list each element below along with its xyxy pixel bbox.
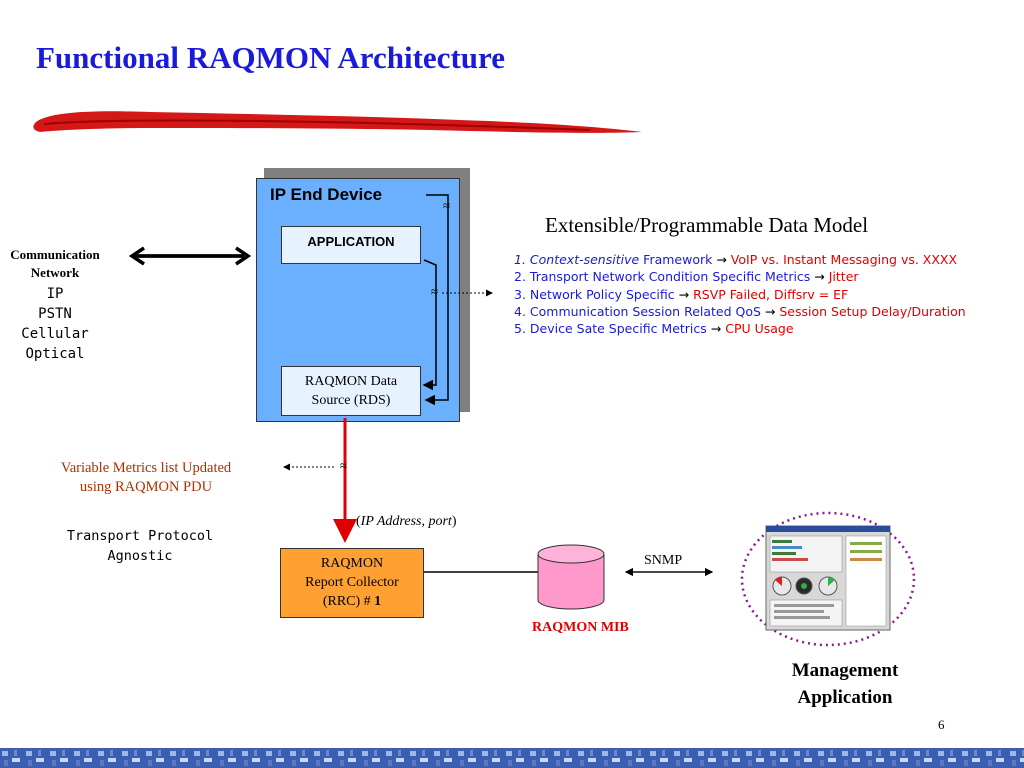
network-type-item: PSTN (38, 306, 72, 322)
item-label: Device Sate Specific Metrics (529, 321, 707, 337)
item-prefix: 1. (514, 252, 530, 267)
variable-metrics-note: Variable Metrics list Updated using RAQM… (40, 459, 252, 497)
network-label-line-1: Communication (10, 247, 100, 262)
footer-pattern-band (0, 748, 1024, 768)
data-model-item: 5. Device Sate Specific Metrics → CPU Us… (514, 320, 966, 337)
item-target: CPU Usage (725, 321, 794, 337)
data-model-item: 3. Network Policy Specific → RSVP Failed… (514, 286, 966, 303)
transport-note-line-2: Agnostic (107, 548, 173, 564)
data-model-item: 4. Communication Session Related QoS → S… (514, 303, 966, 320)
arrow-icon: → (760, 303, 780, 319)
arrow-icon: → (810, 269, 829, 285)
network-device-double-arrow (128, 246, 252, 266)
management-line-2: Application (797, 687, 893, 708)
collector-line-2: Report Collector (305, 575, 399, 590)
item-target: Jitter (828, 269, 859, 285)
approx-symbol-1: ≈ (443, 198, 451, 213)
item-highlight: Context-sensitive (529, 252, 640, 267)
network-label-line-2: Network (30, 265, 80, 280)
page-number: 6 (938, 717, 945, 732)
collector-number: 1 (374, 594, 382, 609)
network-type-list: IP PSTN Cellular Optical (0, 284, 110, 364)
item-prefix: 4. (514, 303, 530, 319)
network-type-item: IP (46, 286, 64, 302)
data-model-list: 1. Context-sensitive Framework → VoIP vs… (514, 251, 966, 337)
report-collector-box: RAQMON Report Collector (RRC) # 1 (280, 548, 424, 618)
item-target: RSVP Failed, Diffsrv = EF (693, 286, 849, 302)
collector-line-3: (RRC) # (322, 594, 375, 609)
item-label: Transport Network Condition Specific Met… (529, 269, 811, 285)
item-label: Communication Session Related QoS (529, 303, 761, 319)
item-prefix: 3. (514, 286, 530, 302)
management-app-screenshot (740, 511, 916, 647)
item-target: VoIP vs. Instant Messaging vs. XXXX (730, 252, 958, 267)
mib-database-icon (537, 544, 605, 610)
transport-protocol-note: Transport Protocol Agnostic (40, 526, 240, 566)
rds-line-1: RAQMON Data (304, 374, 398, 389)
application-box: APPLICATION (281, 226, 421, 264)
arrow-icon: → (712, 252, 731, 267)
data-model-item: 2. Transport Network Condition Specific … (514, 268, 966, 285)
snmp-label: SNMP (644, 553, 683, 568)
network-type-item: Optical (25, 346, 85, 362)
device-title: IP End Device (270, 185, 383, 204)
mib-label: RAQMON MIB (532, 620, 629, 635)
network-type-item: Cellular (21, 326, 89, 342)
approx-symbol-3: ≈ (340, 458, 348, 473)
collector-line-1: RAQMON (320, 556, 384, 571)
item-prefix: 2. (514, 269, 530, 285)
item-label: Framework (639, 252, 713, 267)
title-brush-stroke (33, 111, 643, 133)
approx-symbol-2: ≈ (431, 284, 439, 299)
rds-box: RAQMON Data Source (RDS) (281, 366, 421, 416)
data-model-title: Extensible/Programmable Data Model (545, 213, 869, 237)
variable-note-line-1: Variable Metrics list Updated (60, 460, 232, 476)
ip-address-port-label: (IP Address, port) (356, 514, 457, 529)
rds-line-2: Source (RDS) (311, 393, 391, 408)
item-prefix: 5. (514, 321, 530, 337)
management-line-1: Management (791, 660, 899, 681)
ip-address-text: IP Address, port (360, 514, 452, 529)
variable-note-line-2: using RAQMON PDU (79, 479, 213, 495)
item-target: Session Setup Delay/Duration (779, 303, 966, 319)
management-application-label: Management Application (770, 657, 920, 711)
slide-title: Functional RAQMON Architecture (36, 40, 505, 75)
data-model-item: 1. Context-sensitive Framework → VoIP vs… (514, 251, 966, 268)
item-label: Network Policy Specific (529, 286, 675, 302)
communication-network-label: Communication Network (0, 246, 110, 282)
arrow-icon: → (674, 286, 694, 302)
arrow-icon: → (706, 321, 726, 337)
transport-note-line-1: Transport Protocol (66, 528, 214, 544)
